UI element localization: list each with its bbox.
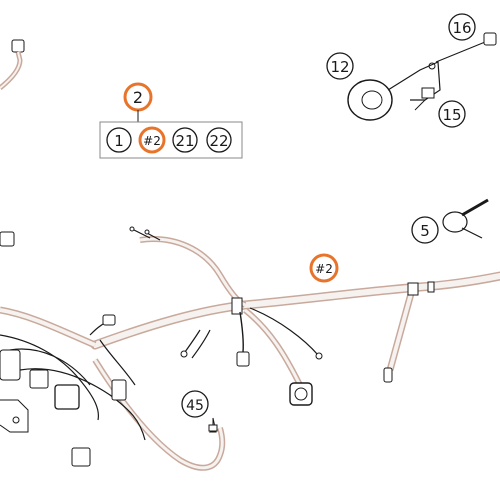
callout-16[interactable]: 16 [448, 13, 476, 41]
nut-16 [483, 32, 497, 46]
callout-2-top-label: 2 [133, 88, 143, 107]
harness-branch-left-2 [191, 329, 211, 359]
terminal-left [180, 350, 188, 358]
callout-2-harness[interactable]: #2 [309, 253, 339, 283]
harness-branch-left [184, 329, 201, 353]
terminal-top-a [129, 226, 135, 232]
callout-15-ring [438, 100, 466, 128]
callout-45-ring [181, 390, 209, 418]
harness-left-tangle-3 [9, 348, 91, 386]
connector-left-edge [0, 231, 15, 247]
harness-lower-loop-inner [93, 359, 224, 470]
callout-12-label: 12 [330, 58, 349, 76]
harness-branch-middle [243, 307, 303, 387]
subparts-box: 1 #2 21 22 [99, 121, 243, 159]
connector-right-branch [383, 367, 393, 383]
part-45-body [208, 424, 218, 432]
callout-2-sub[interactable]: #2 [138, 126, 166, 154]
harness-branch-right-inner [388, 289, 414, 371]
cable-tie-tail [461, 227, 483, 239]
callout-2-sub-label: #2 [143, 134, 161, 148]
terminal-top-b [144, 229, 150, 235]
harness-left-tangle-5 [99, 339, 136, 386]
callout-2-harness-label: #2 [315, 262, 333, 276]
plug-top-left [11, 39, 25, 53]
callout-2-sub-ring [138, 126, 166, 154]
clamp-2 [427, 281, 435, 293]
horn-terminal [421, 87, 435, 99]
callout-1-ring [106, 127, 132, 153]
clamp-1 [407, 282, 419, 296]
part-top-left-lead [0, 39, 25, 90]
callout-15[interactable]: 15 [438, 100, 466, 128]
harness-branch-tip [249, 307, 319, 356]
callout-21-label: 21 [175, 132, 194, 150]
connector-round-middle-socket [294, 387, 308, 401]
clamp-3 [231, 297, 243, 315]
horn-bracket-hole [428, 62, 436, 70]
connector-left-large [54, 384, 80, 410]
callout-22-label: 22 [209, 132, 228, 150]
cable-tie-5 [442, 198, 489, 239]
callout-45-label: 45 [186, 398, 204, 414]
lead-top-left-inner [0, 51, 22, 89]
callout-1[interactable]: 1 [106, 127, 132, 153]
part-45 [208, 417, 218, 433]
horn-body [347, 79, 393, 121]
callout-5-ring [411, 216, 439, 244]
callout-21[interactable]: 21 [172, 127, 198, 153]
horn-lead [414, 99, 426, 111]
callout-5[interactable]: 5 [411, 216, 439, 244]
connector-left-bottom [71, 447, 91, 467]
connector-left-mid [29, 369, 49, 389]
bracket-left-hole [12, 416, 20, 424]
connector-left-block [0, 349, 21, 381]
horn-bracket [387, 61, 441, 101]
harness-branch-middle-inner [244, 308, 302, 386]
harness-main-tube-inner [92, 273, 500, 348]
horn-center [361, 90, 383, 110]
bracket-left [0, 399, 29, 433]
harness-upper-wire-inner [139, 237, 246, 307]
callout-22[interactable]: 22 [206, 127, 232, 153]
cable-tie-strap [461, 198, 489, 217]
horn-bolt-line [435, 39, 491, 63]
callout-16-ring [448, 13, 476, 41]
callout-12[interactable]: 12 [326, 52, 354, 80]
terminal-tip [315, 352, 323, 360]
callout-1-label: 1 [114, 132, 124, 150]
harness-branch-small [239, 311, 244, 353]
harness-left-tangle-4 [19, 368, 146, 441]
horn-assembly [347, 32, 497, 121]
connector-round-middle [289, 382, 313, 406]
harness-left-tangle-2 [0, 334, 100, 421]
connector-left-top [102, 314, 116, 326]
callout-12-ring [326, 52, 354, 80]
callout-5-label: 5 [420, 222, 430, 240]
callout-16-label: 16 [452, 19, 471, 37]
callout-15-label: 15 [442, 106, 461, 124]
wiring-harness [0, 226, 500, 471]
callout-21-ring [172, 127, 198, 153]
harness-left-tangle-1-inner [0, 308, 96, 347]
callout-45[interactable]: 45 [181, 390, 209, 418]
callout-2-harness-ring [309, 253, 339, 283]
callout-2-top[interactable]: 2 [123, 82, 153, 122]
callout-22-ring [206, 127, 232, 153]
cable-tie-loop [442, 211, 468, 233]
connector-small-middle [236, 351, 250, 367]
relay-left [111, 379, 127, 401]
